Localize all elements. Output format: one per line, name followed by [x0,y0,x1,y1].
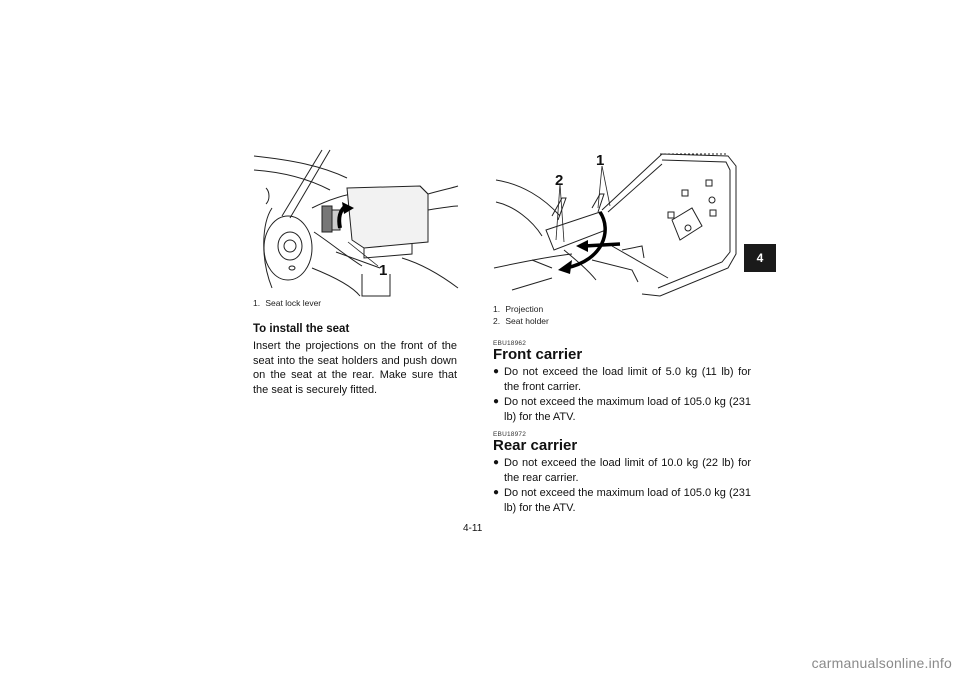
seat-holder-illustration: 1 2 [492,150,748,300]
list-item: ●Do not exceed the maximum load of 105.0… [493,396,751,423]
section-code: EBU18962 [493,340,527,347]
page-number: 4-11 [463,523,483,534]
chapter-tab: 4 [744,244,776,272]
rear-carrier-list: ●Do not exceed the load limit of 10.0 kg… [493,456,751,516]
list-item: ●Do not exceed the maximum load of 105.0… [493,487,751,514]
caption-item: 1. Projection [493,304,544,314]
rear-carrier-heading: Rear carrier [493,437,578,454]
bullet-icon: ● [493,366,500,377]
bullet-icon: ● [493,457,500,468]
seat-lock-drawing [253,149,459,297]
list-item: ●Do not exceed the load limit of 10.0 kg… [493,457,751,484]
callout-1: 1 [596,152,605,169]
caption-item: 1. Seat lock lever [253,298,322,308]
install-seat-text: Insert the projections on the front of t… [253,340,457,396]
callout-2: 2 [555,172,564,189]
seat-holder-drawing [493,153,737,297]
caption-right: 1. Projection 2. Seat holder [493,303,549,327]
install-seat-heading: To install the seat [253,323,350,335]
watermark-link[interactable]: carmanualsonline.info [811,655,952,671]
bullet-icon: ● [493,396,500,407]
caption-item: 2. Seat holder [493,316,549,326]
seat-lock-illustration: 1 [252,148,460,298]
front-carrier-list: ●Do not exceed the load limit of 5.0 kg … [493,365,751,425]
bullet-icon: ● [493,487,500,498]
caption-left: 1. Seat lock lever [253,297,321,309]
callout-1: 1 [379,262,388,279]
list-item: ●Do not exceed the load limit of 5.0 kg … [493,366,751,393]
front-carrier-heading: Front carrier [493,346,583,363]
section-code: EBU18972 [493,431,527,438]
